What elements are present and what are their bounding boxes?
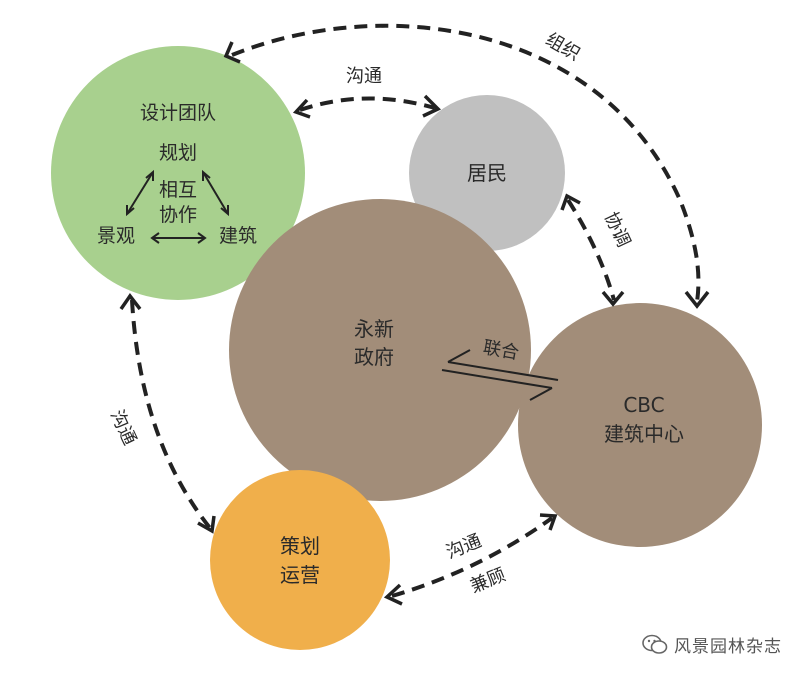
- planning-ops-circle: [210, 470, 390, 650]
- design-team-title: 设计团队: [140, 102, 216, 124]
- cbc-line1: CBC: [623, 393, 664, 417]
- edge-design-planning-label: 沟通: [106, 407, 140, 449]
- design-team-circle: [51, 46, 305, 300]
- inner-collab-arrows: [126, 169, 229, 244]
- arrow-design-cbc: [223, 23, 710, 309]
- planning-line1: 策划: [280, 534, 320, 558]
- arrow-design-residents: [292, 94, 442, 119]
- gov-cbc-arrows: [441, 349, 559, 401]
- edge-residents-cbc-label: 协调: [600, 209, 634, 251]
- wechat-icon: [642, 634, 668, 654]
- watermark-text: 风景园林杂志: [674, 637, 782, 657]
- cbc-line2: 建筑中心: [604, 422, 684, 446]
- arrow-residents-cbc: [560, 193, 625, 307]
- residents-label: 居民: [467, 161, 507, 185]
- design-sub-planning: 规划: [159, 142, 197, 164]
- edge-planning-cbc-label1: 沟通: [443, 530, 484, 563]
- government-line1: 永新: [354, 317, 394, 341]
- government-line2: 政府: [354, 345, 394, 369]
- planning-line2: 运营: [280, 563, 320, 587]
- design-sub-architecture: 建筑: [219, 225, 257, 247]
- edge-design-cbc-label: 组织: [542, 29, 584, 65]
- edge-design-residents-label: 沟通: [346, 66, 382, 87]
- residents-circle: [409, 95, 565, 251]
- edge-planning-cbc-label2: 兼顾: [467, 564, 508, 597]
- arrow-design-planning: [119, 293, 216, 534]
- design-center-line1: 相互: [159, 179, 197, 201]
- watermark: 风景园林杂志: [642, 632, 782, 657]
- design-sub-landscape: 景观: [97, 225, 135, 247]
- cbc-circle: [518, 303, 762, 547]
- design-center-line2: 协作: [159, 204, 197, 226]
- government-circle: [229, 199, 531, 501]
- arrow-planning-cbc: [383, 513, 558, 606]
